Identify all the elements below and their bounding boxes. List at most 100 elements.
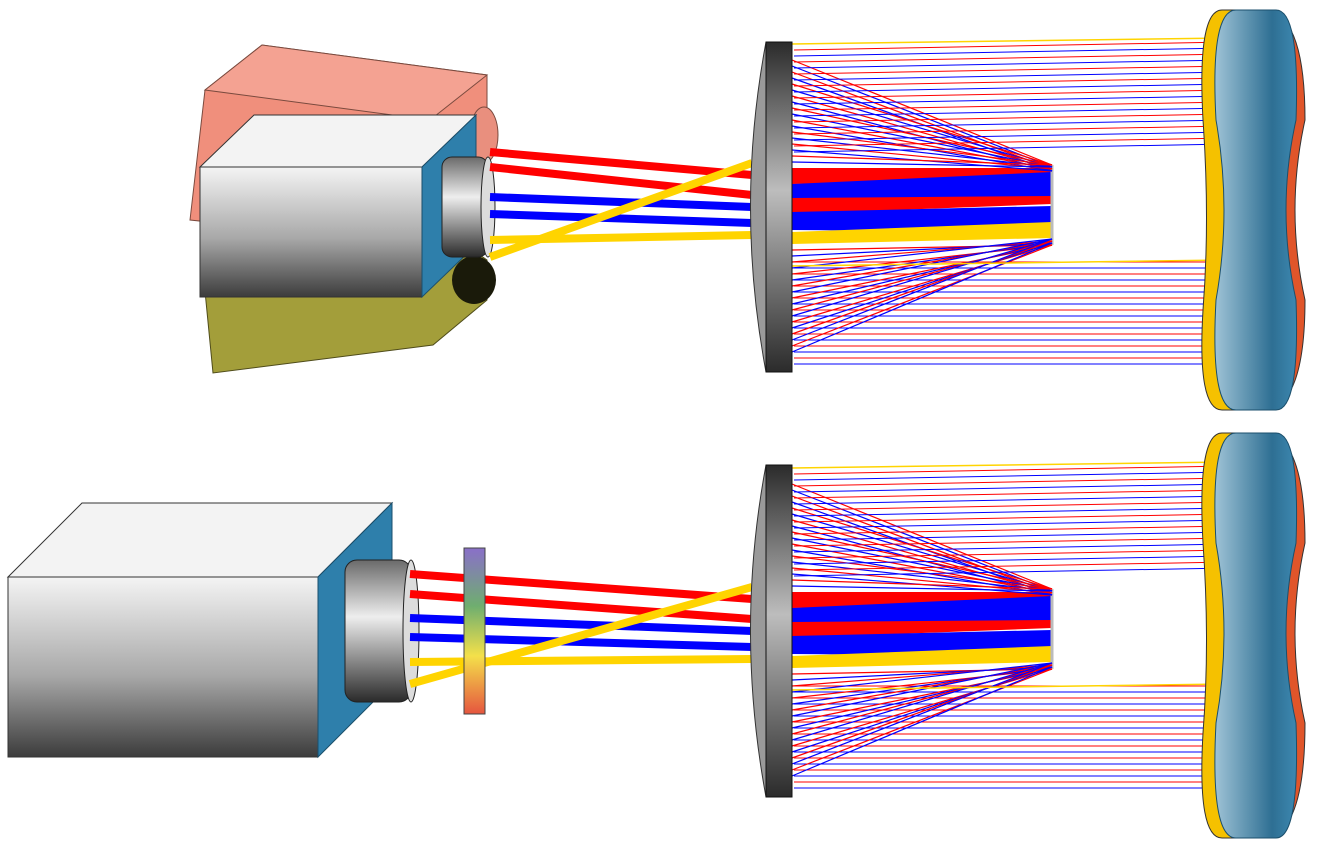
fan-ray-upper [791,113,1053,168]
beam-2-b [488,159,754,261]
parallel-ray-upper [793,113,1229,123]
parallel-ray-upper [793,65,1229,75]
focal-bundle-red-2 [792,196,1052,214]
focal-bundle-yellow [792,646,1052,668]
fan-ray-lower [791,244,1053,323]
parallel-ray-upper [793,483,1229,493]
parallel-ray-yellow-upper [791,37,1229,45]
fan-ray-upper [791,131,1053,166]
fan-ray-lower [791,240,1053,335]
fan-ray-upper [791,543,1053,594]
parallel-ray-upper [793,125,1229,135]
fan-ray-upper [791,579,1053,590]
parallel-ray-upper [793,465,1229,475]
focal-bundle-blue [792,596,1052,624]
parallel-ray-upper [793,555,1229,565]
fan-ray-upper [791,585,1053,592]
fan-ray-lower [791,664,1053,735]
top-panel [189,9,1306,411]
fan-ray-lower [791,242,1053,281]
parallel-ray-upper [793,89,1229,99]
fan-ray-lower [791,668,1053,723]
fan-ray-upper [791,107,1053,166]
fan-ray-lower [791,244,1053,299]
parallel-ray-upper [793,507,1229,517]
fan-ray-upper [791,59,1053,166]
parallel-ray-upper [793,101,1229,111]
camera-lens-icon [441,156,496,258]
fan-ray-lower [791,242,1053,305]
parallel-ray-yellow-upper [791,461,1229,469]
fan-ray-upper [791,155,1053,166]
fan-ray-upper [791,95,1053,170]
parallel-ray-upper [793,95,1229,105]
parallel-ray-yellow-lower [791,259,1229,267]
parallel-ray-upper [793,519,1229,529]
parallel-ray-upper [793,513,1229,523]
beam-1-a [409,614,753,635]
parallel-ray-upper [793,495,1229,505]
parallel-ray-upper [793,77,1229,87]
fan-ray-upper [791,489,1053,592]
fan-ray-lower [791,668,1053,747]
parallel-ray-upper [793,537,1229,547]
fan-ray-lower [791,662,1053,765]
fan-ray-upper [791,161,1053,168]
fan-ray-upper [791,537,1053,592]
fan-ray-lower [791,244,1053,251]
fan-ray-upper [791,561,1053,592]
parallel-ray-upper [793,567,1229,577]
focal-bundle-blue [792,172,1052,200]
parallel-ray-upper [793,501,1229,511]
fan-ray-lower [791,238,1053,269]
fan-ray-lower [791,240,1053,263]
fan-ray-upper [791,519,1053,594]
parallel-ray-upper [793,131,1229,141]
beam-0-a [489,148,753,179]
parallel-ray-upper [793,525,1229,535]
fan-ray-upper [791,567,1053,594]
fan-ray-upper [791,483,1053,590]
fan-ray-upper [791,65,1053,168]
parallel-ray-upper [793,83,1229,93]
parabolic-mirror-icon [1201,9,1306,411]
parallel-ray-upper [793,561,1229,571]
fan-ray-lower [791,664,1053,759]
fan-ray-upper [791,531,1053,590]
parallel-ray-upper [793,47,1229,57]
fan-ray-lower [791,662,1053,717]
bottom-panel [6,432,1306,839]
fan-ray-lower [791,244,1053,347]
focal-bundle-yellow [792,222,1052,244]
fan-ray-lower [791,668,1053,675]
camera-body-icon [198,113,478,299]
fan-ray-lower [791,666,1053,777]
fan-ray-lower [791,668,1053,771]
fan-ray-lower [791,664,1053,687]
fan-ray-lower [791,666,1053,705]
parallel-ray-upper [793,531,1229,541]
parallel-ray-upper [793,489,1229,499]
fan-ray-lower [791,662,1053,693]
parallel-ray-upper [793,59,1229,69]
beam-1-a [489,193,753,211]
bottom-ray-bundles [408,461,1230,801]
camera-lens-icon [344,559,420,703]
parallel-ray-upper [793,41,1229,51]
fan-ray-lower [791,238,1053,293]
beam-2-a [409,655,753,666]
collimator-lens-icon [750,464,793,798]
fan-ray-upper [791,71,1053,170]
fan-ray-lower [791,242,1053,353]
fan-ray-lower [791,666,1053,753]
parallel-ray-upper [793,119,1229,129]
beam-1-b [489,210,753,227]
color-filter-icon [463,547,486,715]
focal-bundle-red-2 [792,620,1052,638]
parallel-ray-upper [793,543,1229,553]
fan-ray-lower [791,244,1053,275]
parallel-ray-upper [793,471,1229,481]
fan-ray-upper [791,143,1053,170]
fan-ray-lower [791,662,1053,741]
